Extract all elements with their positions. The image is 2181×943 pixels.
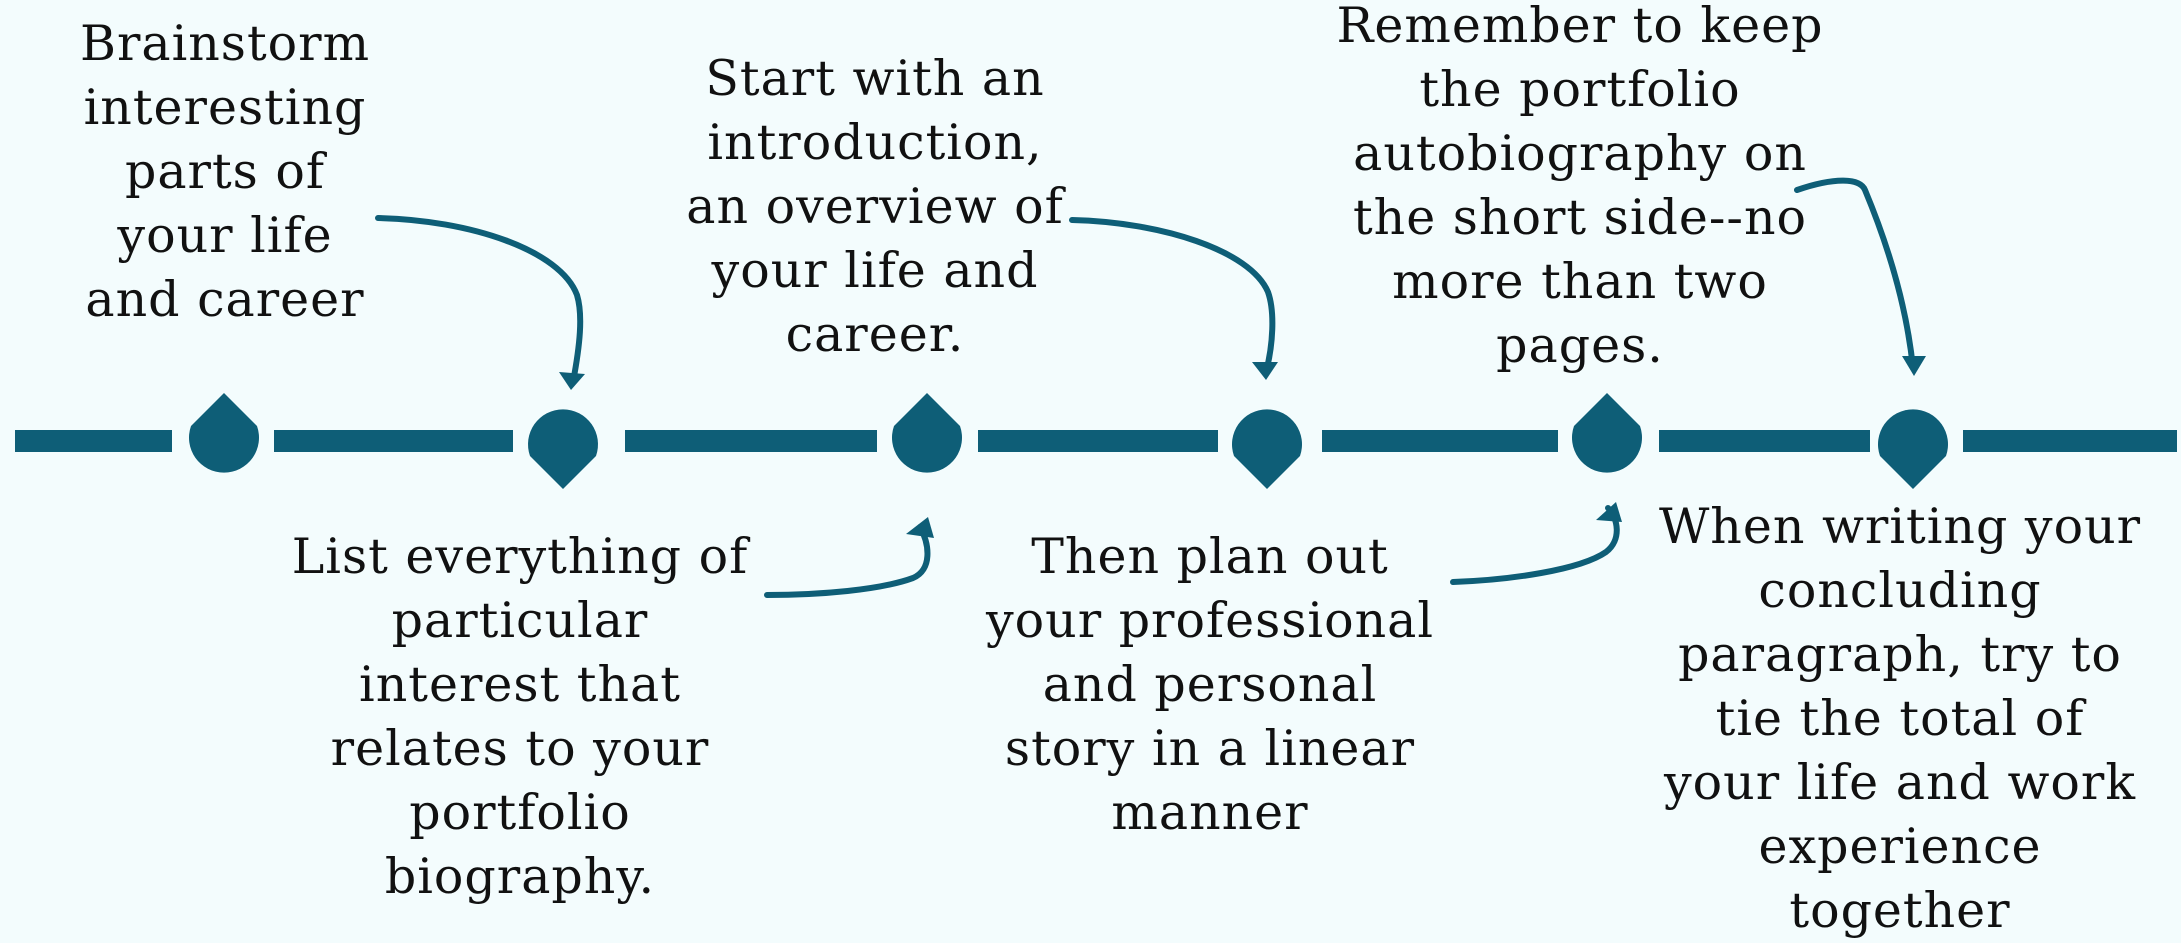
arrowhead-5	[1902, 356, 1926, 376]
timeline-marker-6	[1878, 409, 1948, 489]
timeline-marker-4	[1232, 409, 1302, 489]
timeline-marker-1	[189, 393, 259, 473]
connector-arrow-3	[1069, 217, 1276, 375]
connector-arrow-1	[375, 215, 584, 385]
step-3-text: Start with an introduction, an overview …	[686, 50, 1064, 363]
step-5-text: Remember to keep the portfolio autobiogr…	[1336, 0, 1824, 374]
timeline-marker-3	[892, 393, 962, 473]
connector-arrow-5	[1794, 177, 1916, 371]
step-1-text: Brainstorm interesting parts of your lif…	[79, 15, 371, 328]
connector-arrow-4	[1450, 505, 1620, 585]
arrowhead-3	[1252, 362, 1278, 380]
arrowhead-4	[1596, 502, 1622, 522]
arrowhead-2	[906, 517, 934, 538]
arrowhead-1	[559, 372, 585, 390]
step-6-text: When writing your concluding paragraph, …	[1658, 498, 2142, 939]
connector-arrow-2	[764, 524, 931, 598]
step-4-text: Then plan out your professional and pers…	[985, 528, 1435, 841]
step-2-text: List everything of particular interest t…	[291, 528, 749, 905]
timeline-marker-5	[1572, 393, 1642, 473]
timeline-marker-2	[528, 409, 598, 489]
